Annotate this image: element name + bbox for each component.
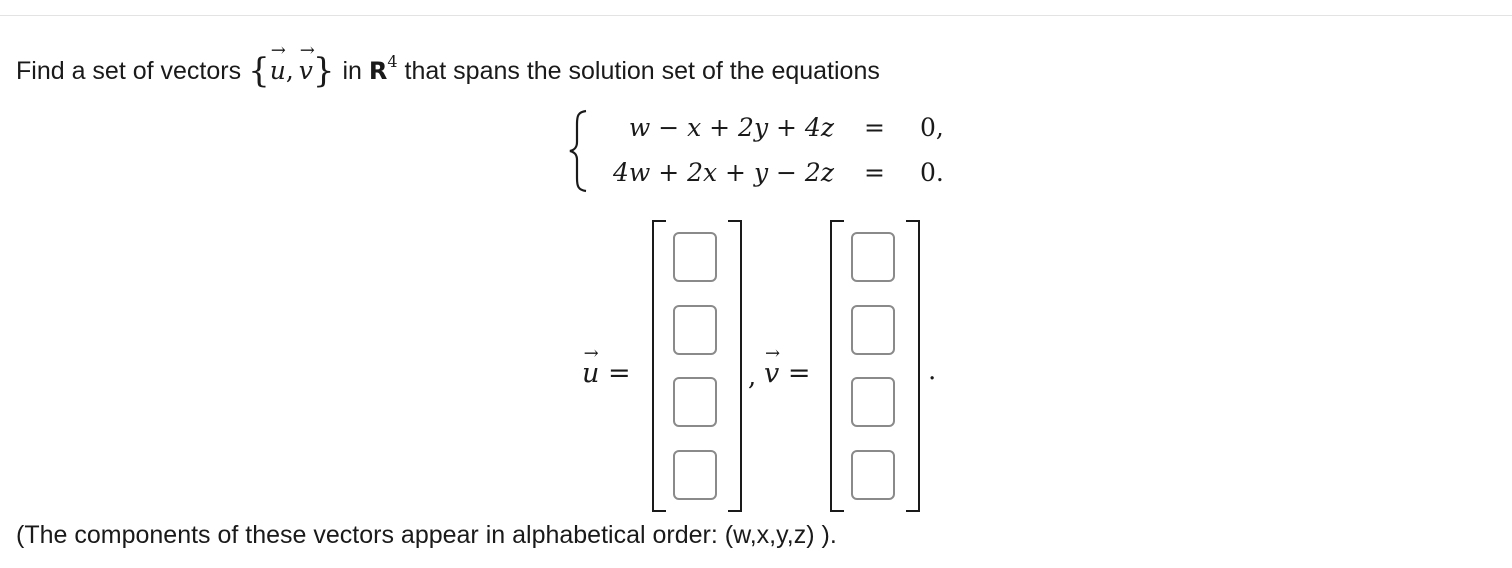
equation-row-1: w − x + 2y + 4z = 0, — [568, 108, 968, 148]
vector-v-symbol: →v — [298, 40, 315, 86]
vector-u-symbol: →u — [582, 343, 600, 390]
v-vector-label: →v = — [764, 343, 810, 392]
right-bracket — [728, 220, 742, 512]
left-brace-icon — [569, 109, 587, 193]
vector-set: {→u, →v} — [248, 40, 335, 91]
equation-sign: = — [864, 158, 885, 187]
prompt-in: in — [342, 57, 362, 85]
equation-rhs: 0, — [920, 113, 944, 142]
equation-rhs: 0. — [920, 158, 944, 187]
v-entry-y[interactable] — [851, 377, 895, 427]
equation-system: w − x + 2y + 4z = 0, 4w + 2x + y − 2z = … — [568, 108, 968, 198]
right-bracket — [906, 220, 920, 512]
v-entry-x[interactable] — [851, 305, 895, 355]
left-bracket — [652, 220, 666, 512]
space-symbol: R4 — [368, 52, 398, 85]
v-vector-matrix — [830, 220, 920, 512]
question-prompt: Find a set of vectors {→u, →v} in R4 tha… — [16, 40, 880, 91]
u-entry-x[interactable] — [673, 305, 717, 355]
end-period: . — [928, 356, 937, 386]
u-entry-z[interactable] — [673, 450, 717, 500]
vector-v-symbol: →v — [764, 343, 781, 390]
prompt-intro: Find a set of vectors — [16, 57, 242, 85]
left-bracket — [830, 220, 844, 512]
v-entry-z[interactable] — [851, 450, 895, 500]
vector-u-symbol: →u — [269, 40, 286, 86]
equation-lhs: 4w + 2x + y − 2z — [612, 158, 834, 187]
equation-lhs: w − x + 2y + 4z — [628, 113, 834, 142]
v-entry-w[interactable] — [851, 232, 895, 282]
component-order-note: (The components of these vectors appear … — [16, 521, 837, 549]
u-entry-y[interactable] — [673, 377, 717, 427]
equation-row-2: 4w + 2x + y − 2z = 0. — [568, 153, 968, 193]
vector-separator: , — [748, 362, 757, 392]
u-vector-matrix — [652, 220, 742, 512]
u-vector-label: →u = — [582, 343, 631, 392]
prompt-rest: that spans the solution set of the equat… — [404, 57, 880, 85]
u-entry-w[interactable] — [673, 232, 717, 282]
equation-sign: = — [864, 113, 885, 142]
top-divider — [0, 15, 1512, 16]
